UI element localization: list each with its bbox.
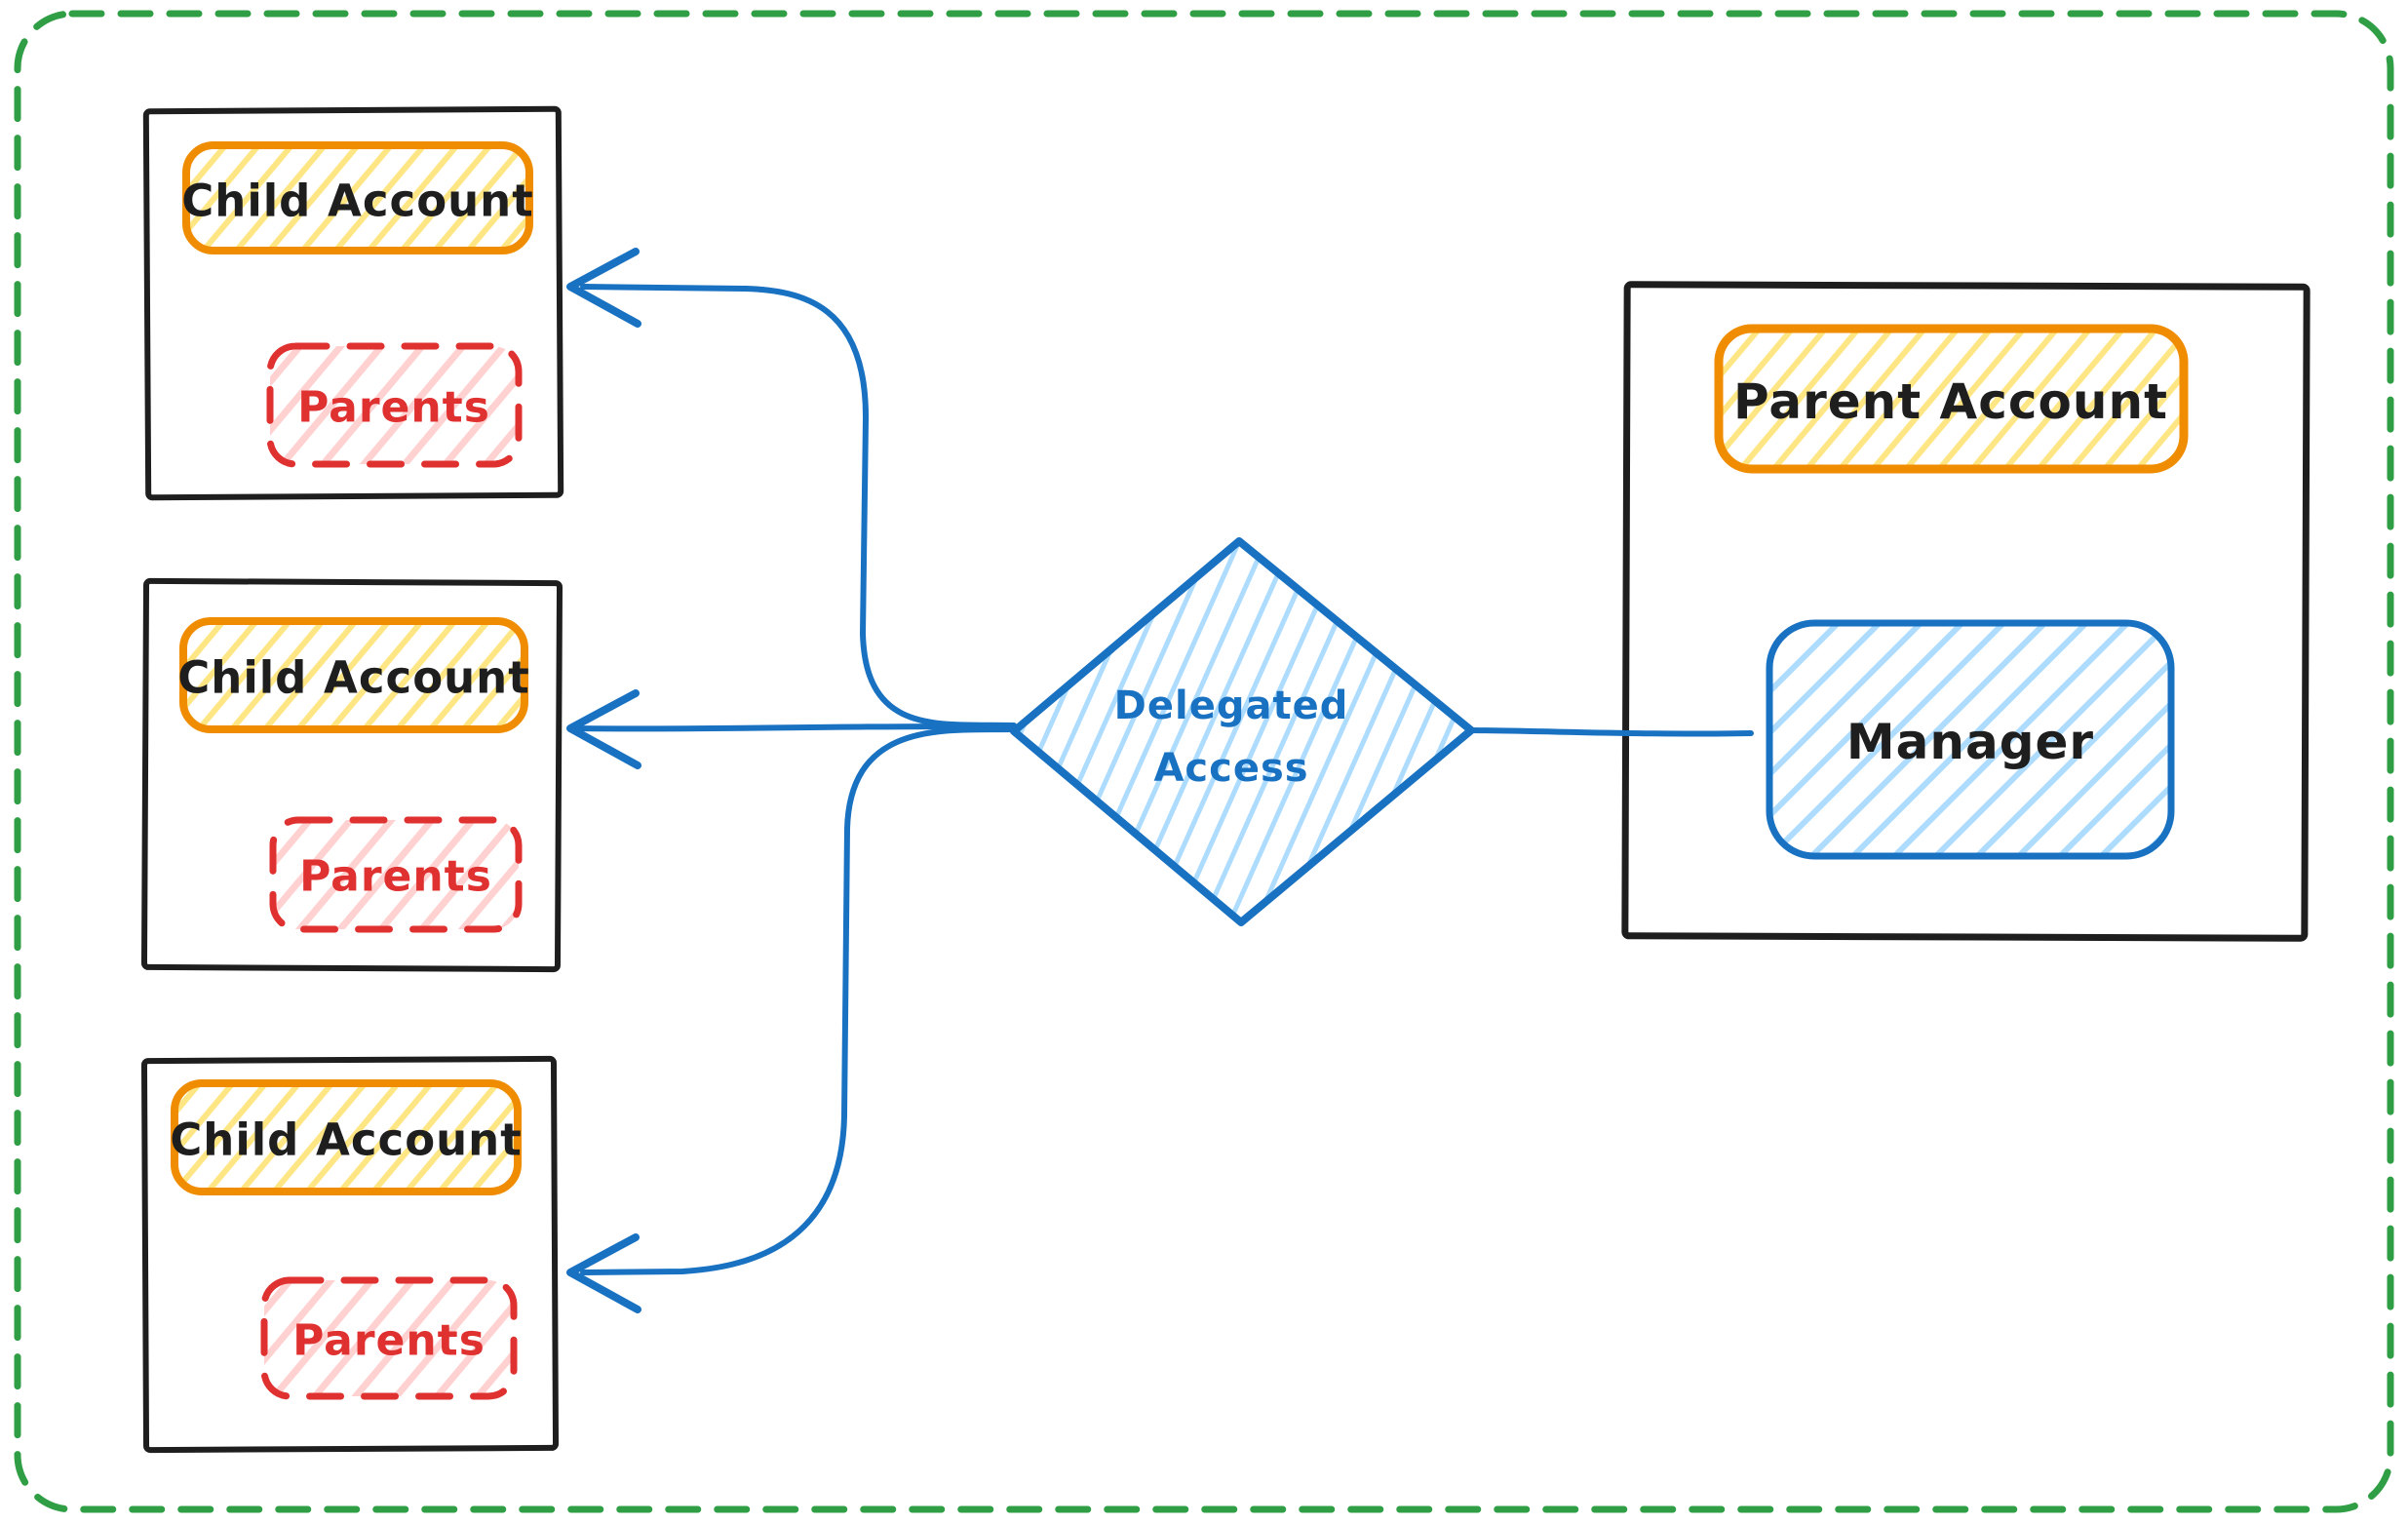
parents-badge-label: Parents (297, 383, 490, 433)
child-account-label: Child Account (177, 652, 529, 704)
decision-label-line2: Access (1153, 746, 1308, 791)
child-account-box-1: Child Account Parents (142, 105, 564, 501)
child-account-label-box (179, 617, 528, 733)
edge-manager-to-diamond (1470, 727, 1754, 737)
parent-account-box: Parent Account Manager (1621, 281, 2311, 942)
canvas-border (14, 10, 2394, 1513)
edges (566, 248, 1754, 1313)
delegated-access-diamond: Delegated Access (1010, 537, 1475, 926)
arrowhead-child-1 (566, 248, 641, 328)
diamond-shape (1010, 537, 1475, 926)
manager-label: Manager (1846, 714, 2094, 770)
parents-badge-box (260, 1276, 518, 1400)
parents-badge-box (269, 816, 523, 933)
arrowhead-child-2 (566, 689, 641, 769)
parents-badge-label: Parents (292, 1316, 485, 1366)
arrowhead-child-3 (566, 1233, 641, 1313)
parents-badge-box (266, 342, 523, 468)
child-account-label: Child Account (181, 176, 533, 227)
parent-account-label-box (1714, 324, 2189, 474)
parents-badge-label: Parents (299, 852, 492, 902)
decision-label-line1: Delegated (1114, 684, 1349, 728)
parent-account-label: Parent Account (1733, 373, 2168, 430)
manager-node (1766, 619, 2175, 860)
child-account-label: Child Account (170, 1114, 522, 1166)
edge-diamond-to-child-1 (580, 284, 1017, 728)
child-account-box-2: Child Account Parents (140, 577, 563, 973)
child-account-label-box (171, 1079, 522, 1195)
child-account-label-box (182, 141, 533, 254)
edge-diamond-to-child-3 (580, 726, 1017, 1275)
child-account-box-3: Child Account Parents (140, 1055, 560, 1454)
